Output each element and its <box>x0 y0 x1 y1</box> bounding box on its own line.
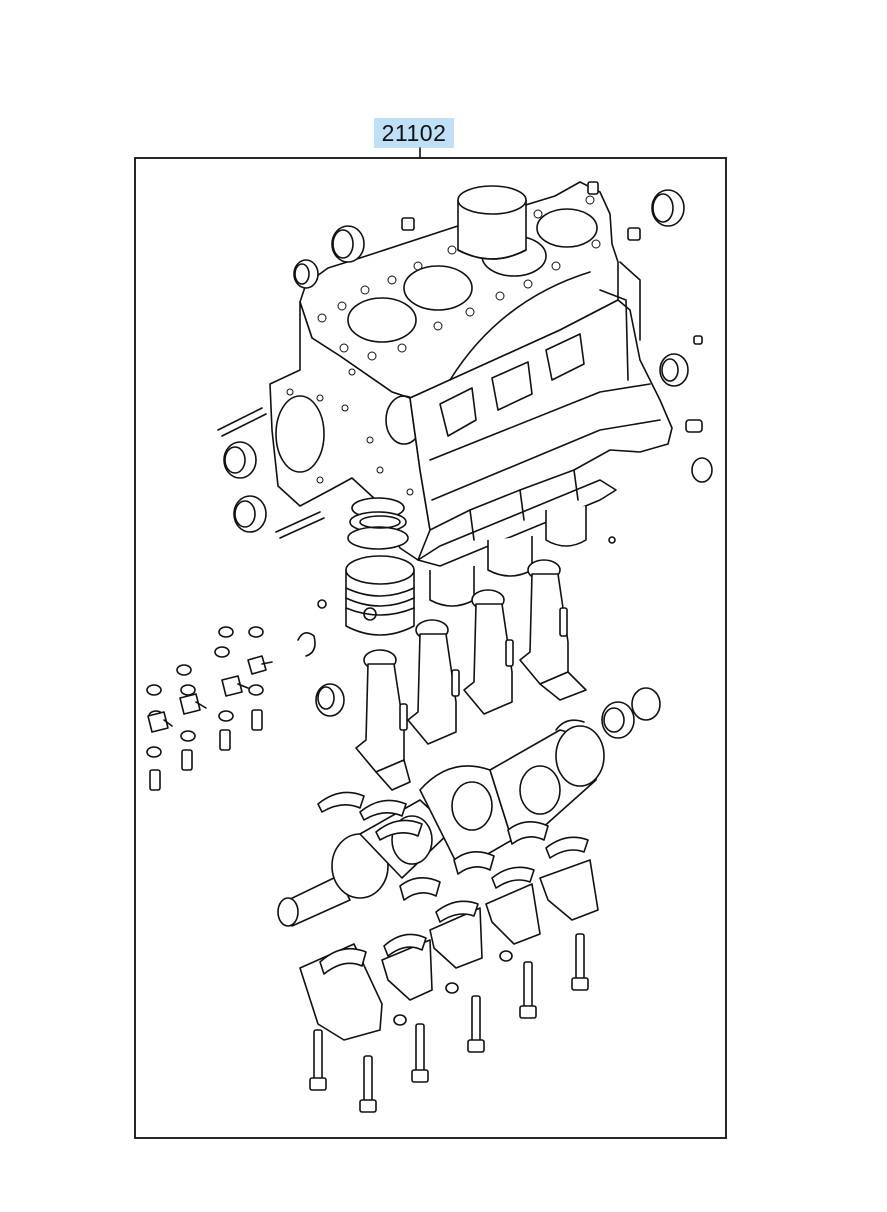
cylinder-block[interactable] <box>269 181 673 567</box>
main-bearing-cap-set[interactable] <box>299 859 599 1041</box>
main-bearing-lower[interactable] <box>319 836 589 975</box>
conrod-bearing-cap[interactable] <box>399 821 549 901</box>
block-dowel-pin[interactable] <box>401 217 415 231</box>
expansion-plug[interactable] <box>659 335 713 483</box>
connecting-rod-set[interactable] <box>355 559 587 791</box>
check-valve-bolt[interactable] <box>149 709 263 791</box>
part-number-callout[interactable]: 21102 <box>374 118 454 148</box>
main-bearing-cap-bolt[interactable] <box>309 933 589 1113</box>
connecting-rod-nut-set[interactable] <box>146 626 264 758</box>
piston-ring-set[interactable] <box>347 497 409 550</box>
piston[interactable] <box>345 555 415 636</box>
main-bearing-upper[interactable] <box>317 791 423 841</box>
crankshaft[interactable] <box>277 719 605 927</box>
connecting-rod-bolt[interactable] <box>399 607 568 731</box>
camshaft-bushing[interactable] <box>293 189 685 289</box>
thrust-washer[interactable] <box>601 687 661 739</box>
block-plug[interactable] <box>587 181 641 241</box>
dowel-rod[interactable] <box>217 407 325 539</box>
block-bushing-left[interactable] <box>223 441 267 533</box>
oil-jet[interactable] <box>147 655 273 733</box>
cylinder-liner[interactable] <box>457 185 527 260</box>
piston-pin[interactable] <box>315 683 345 717</box>
piston-pin-clip[interactable] <box>297 536 616 657</box>
washer[interactable] <box>393 950 513 1026</box>
assembly-frame <box>134 157 727 1139</box>
